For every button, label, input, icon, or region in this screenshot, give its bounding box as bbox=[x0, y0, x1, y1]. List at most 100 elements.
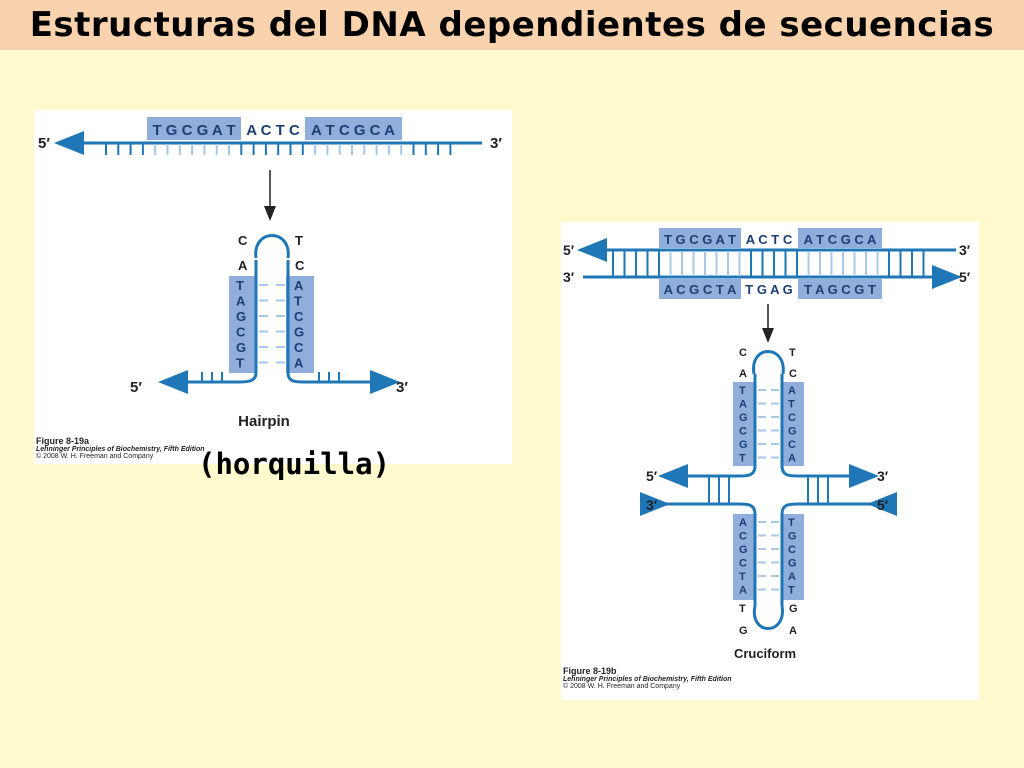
stem-left-base: T bbox=[236, 278, 244, 293]
stem-base: A bbox=[739, 585, 747, 597]
loop-right-bottom: C bbox=[295, 258, 305, 273]
mid-5-left: 5′ bbox=[646, 468, 658, 484]
stem-box-left bbox=[229, 276, 257, 373]
stem-base: C bbox=[788, 544, 796, 556]
caption-book: Lehninger Principles of Biochemistry, Fi… bbox=[36, 446, 205, 453]
stem-base: T bbox=[788, 399, 795, 411]
stem-base: T bbox=[788, 585, 795, 597]
hairpin-figure: T G C G A T A C T C A T C G C A 5′ 3′ C … bbox=[34, 110, 512, 464]
stem-left-base: G bbox=[236, 309, 246, 324]
seq-left-text: T G C G A T bbox=[152, 122, 235, 139]
stem-base: G bbox=[788, 426, 797, 438]
stem-left-base: T bbox=[236, 356, 244, 371]
stem-base: A bbox=[788, 571, 796, 583]
bottom-middle-text: T G A G bbox=[745, 282, 792, 297]
stem-right-base: T bbox=[294, 294, 302, 309]
stem-base: C bbox=[788, 412, 796, 424]
lower-loop-right-top: G bbox=[789, 603, 798, 615]
mid-lower-right-arm bbox=[780, 492, 897, 516]
hairpin-diagram: T G C G A T A C T C A T C G C A 5′ 3′ C … bbox=[38, 117, 502, 430]
loop-left-bottom: A bbox=[238, 258, 248, 273]
stem-base: A bbox=[739, 517, 747, 529]
stem-left-base: A bbox=[236, 294, 246, 309]
stem-right-base: C bbox=[294, 340, 304, 355]
bottom-right-box-text: T A G C G T bbox=[804, 282, 876, 297]
loop-left-top: C bbox=[238, 233, 248, 248]
stem-base: G bbox=[788, 531, 797, 543]
upper-loop-left-bottom: A bbox=[739, 368, 747, 380]
caption-copyright: © 2008 W. H. Freeman and Company bbox=[36, 453, 154, 460]
stem-base: G bbox=[788, 558, 797, 570]
mid-3-right: 3′ bbox=[877, 468, 889, 484]
title-bar: Estructuras del DNA dependientes de secu… bbox=[0, 0, 1024, 50]
stem-base: A bbox=[739, 399, 747, 411]
lower-loop-left-top: T bbox=[739, 603, 746, 615]
stem-base: T bbox=[739, 385, 746, 397]
stem-base: C bbox=[788, 439, 796, 451]
horquilla-annotation: (horquilla) bbox=[198, 447, 391, 481]
top-strand-ticks bbox=[105, 144, 452, 155]
lower-loop bbox=[752, 605, 784, 630]
duplex-rungs bbox=[612, 251, 925, 276]
bottom-right-strand bbox=[286, 370, 400, 394]
hairpin-label: Hairpin bbox=[238, 413, 290, 430]
bottom-3-label: 3′ bbox=[396, 379, 408, 396]
bottom-left-strand bbox=[158, 370, 258, 394]
upper-loop bbox=[752, 350, 785, 375]
seq-middle-text: A C T C bbox=[246, 122, 300, 139]
seq-right-text: A T C G C A bbox=[311, 122, 395, 139]
caption-b-number: Figure 8-19b bbox=[563, 666, 617, 676]
mid-lower-left-arm bbox=[640, 492, 757, 516]
caption-number: Figure 8-19a bbox=[36, 436, 90, 446]
cruciform-diagram: T G C G A T A C T C A T C G C A A C G C … bbox=[563, 228, 971, 661]
loop-right-top: T bbox=[295, 233, 303, 248]
stem-box-right bbox=[286, 276, 314, 373]
b-upper-5: 5′ bbox=[563, 242, 575, 258]
stem-left-base: C bbox=[236, 325, 246, 340]
stem-right-base: A bbox=[294, 356, 304, 371]
stem-base: A bbox=[788, 453, 796, 465]
mid-upper-right-arm bbox=[780, 464, 879, 488]
upper-loop-right-top: T bbox=[789, 347, 796, 359]
stem-base: C bbox=[739, 558, 747, 570]
stem-right-base: A bbox=[294, 278, 304, 293]
top-middle-text: A C T C bbox=[746, 232, 793, 247]
caption-b-book: Lehninger Principles of Biochemistry, Fi… bbox=[563, 676, 732, 683]
stem-base: G bbox=[739, 439, 748, 451]
stem-base: C bbox=[739, 531, 747, 543]
mid-rungs bbox=[708, 476, 829, 504]
hairpin-loop bbox=[254, 234, 290, 259]
stem-base: T bbox=[739, 571, 746, 583]
bottom-left-box-text: A C G C T A bbox=[664, 282, 737, 297]
b-upper-3: 3′ bbox=[959, 242, 971, 258]
stem-base: G bbox=[739, 544, 748, 556]
mid-5-right: 5′ bbox=[877, 497, 889, 513]
upper-loop-left-top: C bbox=[739, 347, 747, 359]
top-left-box-text: T G C G A T bbox=[664, 232, 736, 247]
end-5-label: 5′ bbox=[38, 135, 50, 152]
lower-loop-left-bottom: G bbox=[739, 625, 748, 637]
bottom-5-label: 5′ bbox=[130, 379, 142, 396]
cruciform-figure: T G C G A T A C T C A T C G C A A C G C … bbox=[561, 222, 979, 700]
seq-box-right bbox=[305, 117, 402, 140]
upper-loop-right-bottom: C bbox=[789, 368, 797, 380]
end-3-label: 3′ bbox=[490, 135, 502, 152]
top-right-box-text: A T C G C A bbox=[804, 232, 877, 247]
cruciform-label: Cruciform bbox=[734, 646, 796, 661]
figure-b-caption: Figure 8-19b Lehninger Principles of Bio… bbox=[563, 666, 732, 690]
seq-box-left bbox=[147, 117, 241, 140]
stem-base: T bbox=[739, 453, 746, 465]
stem-base: A bbox=[788, 385, 796, 397]
bottom-ticks bbox=[201, 372, 340, 382]
slide-title: Estructuras del DNA dependientes de secu… bbox=[29, 5, 995, 45]
mid-upper-left-arm bbox=[658, 464, 757, 488]
caption-b-copyright: © 2008 W. H. Freeman and Company bbox=[563, 683, 681, 690]
figure-a-caption: Figure 8-19a Lehninger Principles of Bio… bbox=[36, 436, 205, 460]
mid-3-left: 3′ bbox=[646, 497, 658, 513]
b-lower-3: 3′ bbox=[563, 269, 575, 285]
lower-loop-right-bottom: A bbox=[789, 625, 797, 637]
stem-base: G bbox=[739, 412, 748, 424]
